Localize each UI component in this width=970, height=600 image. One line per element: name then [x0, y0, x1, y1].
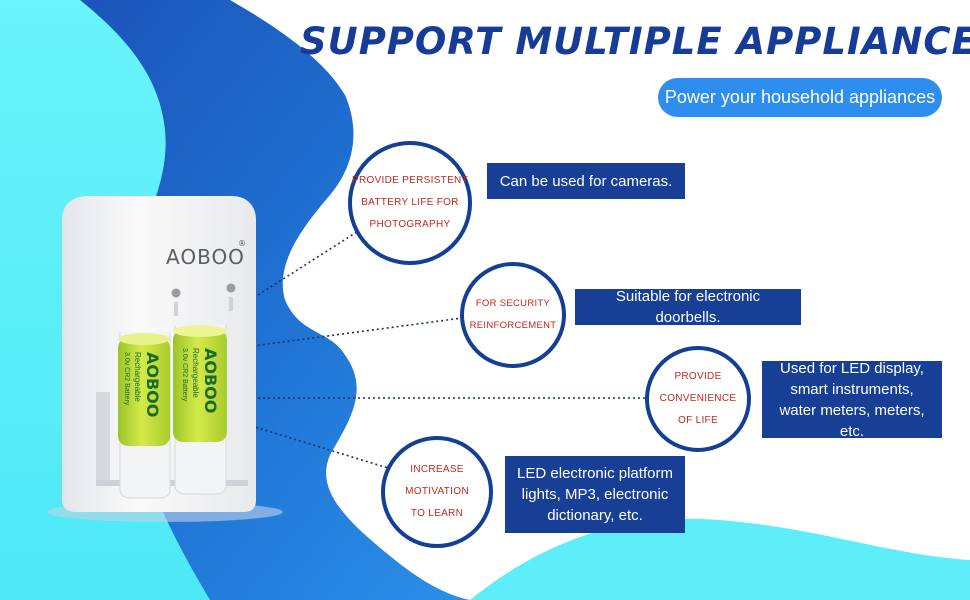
feature-circle-label: INCREASE MOTIVATION TO LEARN: [405, 464, 469, 519]
feature-circle-label: PROVIDE CONVENIENCE OF LIFE: [659, 371, 737, 426]
feature-box-electronics: LED electronic platform lights, MP3, ele…: [505, 456, 685, 533]
feature-circle-label: FOR SECURITY REINFORCEMENT: [469, 298, 557, 331]
battery-right: [173, 325, 227, 442]
svg-text:3.0v CR2 Battery: 3.0v CR2 Battery: [181, 348, 188, 402]
charger-brand-logo: AOBOO: [166, 245, 245, 269]
feature-circle-label: PROVIDE PERSISTENT BATTERY LIFE FOR PHOT…: [352, 175, 468, 230]
feature-description: Suitable for electronic doorbells.: [615, 288, 761, 326]
feature-circle-learning: INCREASE MOTIVATION TO LEARN: [381, 436, 493, 548]
feature-circle-security: FOR SECURITY REINFORCEMENT: [460, 262, 566, 368]
subtitle-pill: Power your household appliances: [658, 78, 942, 117]
feature-circle-convenience: PROVIDE CONVENIENCE OF LIFE: [645, 346, 751, 452]
battery-right-label: AOBOO Rechargeable 3.0v CR2 Battery: [181, 348, 220, 413]
battery-left: [118, 333, 170, 446]
svg-text:AOBOO: AOBOO: [201, 348, 220, 413]
feature-box-led-display: Used for LED display, smart instruments,…: [762, 360, 942, 440]
svg-text:AOBOO: AOBOO: [143, 352, 162, 417]
connector-lines: [231, 229, 648, 469]
feature-circle-photography: PROVIDE PERSISTENT BATTERY LIFE FOR PHOT…: [348, 141, 472, 265]
feature-box-cameras: Can be used for cameras.: [487, 163, 685, 199]
registered-mark-icon: ®: [238, 239, 246, 248]
feature-description: LED electronic platform lights, MP3, ele…: [517, 465, 673, 524]
feature-box-doorbells: Suitable for electronic doorbells.: [575, 288, 801, 326]
feature-description: Can be used for cameras.: [499, 172, 673, 190]
bottom-cyan-wave: [470, 518, 970, 600]
svg-text:3.0v CR2 Battery: 3.0v CR2 Battery: [123, 352, 130, 406]
battery-left-label: AOBOO Rechargeable 3.0v CR2 Battery: [123, 352, 162, 417]
svg-text:Rechargeable: Rechargeable: [133, 352, 142, 402]
page-title: SUPPORT MULTIPLE APPLIANCES: [300, 20, 970, 63]
svg-text:Rechargeable: Rechargeable: [191, 348, 200, 398]
feature-description: Used for LED display, smart instruments,…: [779, 359, 925, 440]
